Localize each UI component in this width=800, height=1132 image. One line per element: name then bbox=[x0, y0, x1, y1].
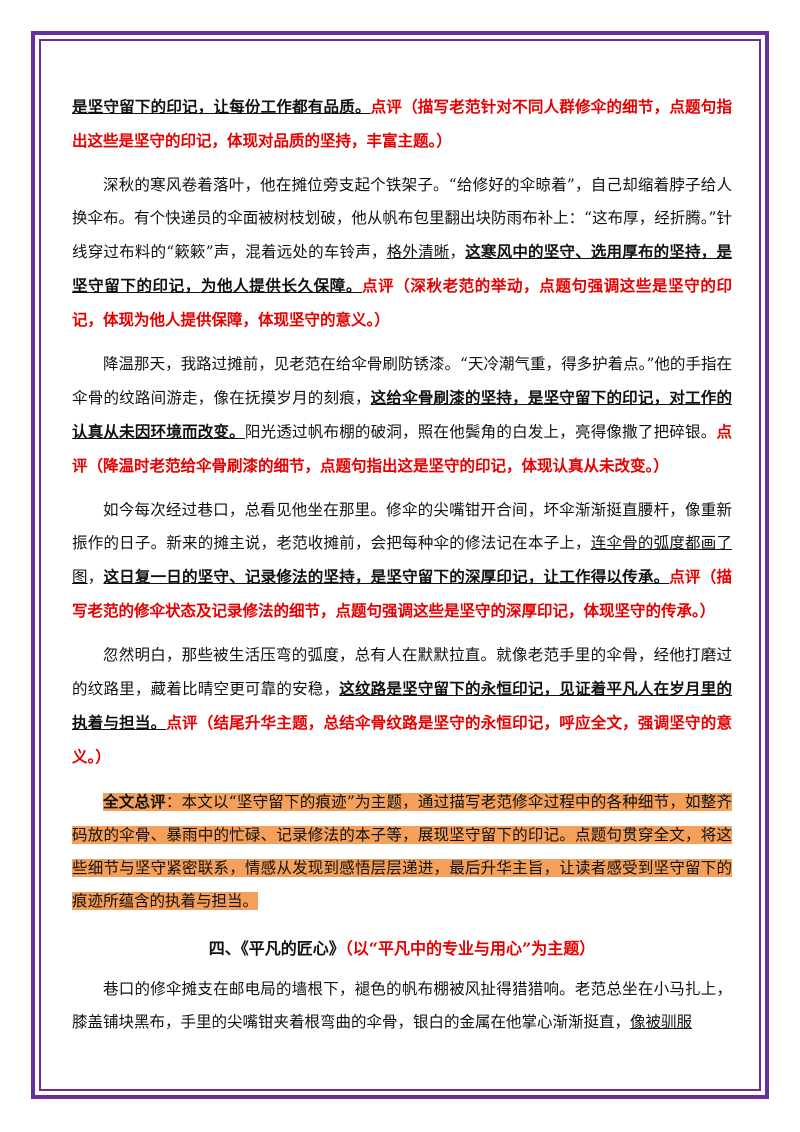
paragraph-continued: 是坚守留下的印记，让每份工作都有品质。点评（描写老范针对不同人群修伞的细节，点题… bbox=[72, 90, 732, 158]
body-text: 巷口的修伞摊支在邮电局的墙根下，褪色的帆布棚被风扯得猎猎响。老范总坐在小马扎上，… bbox=[72, 980, 732, 1031]
body-text: 深秋的寒风卷着落叶，他在摊位旁支起个铁架子。“给修好的伞晾着”，自己却缩着脖子给… bbox=[72, 176, 732, 261]
section-title: 四、《平凡的匠心》 bbox=[208, 939, 345, 958]
body-text: 忽然明白，那些被生活压弯的弧度，总有人在默默拉直。就像老范手里的伞骨，经他打磨过… bbox=[72, 646, 732, 698]
comment-note: 点评（描写老范针对不同人群修伞的细节，点题句指出这些是坚守的印记，体现对品质的坚… bbox=[72, 97, 732, 150]
body-text: 降温那天，我路过摊前，见老范在给伞骨刷防锈漆。“天冷潮气重，得多护着点。”他的手… bbox=[72, 355, 732, 407]
underlined-phrase: 格外清晰 bbox=[386, 243, 450, 261]
body-text: ， bbox=[87, 568, 104, 586]
comment-note: 点评（深秋老范的举动，点题句强调这些是坚守的印记，体现为他人提供保障，体现坚守的… bbox=[72, 276, 732, 329]
key-sentence: 这寒风中的坚守、选用厚布的坚持，是坚守留下的印记，为他人提供长久保障。 bbox=[72, 242, 732, 295]
page-border-inner bbox=[39, 39, 761, 1091]
paragraph-new-essay: 巷口的修伞摊支在邮电局的墙根下，褪色的帆布棚被风扯得猎猎响。老范总坐在小马扎上，… bbox=[72, 973, 732, 1039]
body-text: ， bbox=[449, 243, 466, 261]
underlined-phrase: 连伞骨的弧度都画了图 bbox=[72, 534, 732, 586]
summary-paragraph: 全文总评：本文以“坚守留下的痕迹”为主题，通过描写老范修伞过程中的各种细节，如整… bbox=[72, 785, 732, 918]
section-theme: （以“平凡中的专业与用心”为主题） bbox=[344, 939, 596, 958]
comment-note: 点评（降温时老范给伞骨刷漆的细节，点题句指出这是坚守的印记，体现认真从未改变。） bbox=[72, 422, 732, 475]
key-sentence: 这纹路是坚守留下的永恒印记，见证着平凡人在岁月里的执着与担当。 bbox=[72, 679, 732, 732]
comment-note: 点评（结尾升华主题，总结伞骨纹路是坚守的永恒印记，呼应全文，强调坚守的意义。） bbox=[72, 713, 732, 766]
summary-text: ：本文以“坚守留下的痕迹”为主题，通过描写老范修伞过程中的各种细节，如整齐码放的… bbox=[72, 793, 732, 910]
paragraph-cooling: 降温那天，我路过摊前，见老范在给伞骨刷防锈漆。“天冷潮气重，得多护着点。”他的手… bbox=[72, 348, 732, 483]
key-sentence: 是坚守留下的印记，让每份工作都有品质。 bbox=[72, 97, 371, 116]
summary-label: 全文总评 bbox=[103, 792, 166, 811]
body-text: 如今每次经过巷口，总看见他坐在那里。修伞的尖嘴钳开合间，坏伞渐渐挺直腰杆，像重新… bbox=[72, 501, 732, 552]
paragraph-autumn: 深秋的寒风卷着落叶，他在摊位旁支起个铁架子。“给修好的伞晾着”，自己却缩着脖子给… bbox=[72, 169, 732, 337]
underlined-phrase: 像被驯服 bbox=[630, 1013, 693, 1031]
key-sentence: 这日复一日的坚守、记录修法的坚持，是坚守留下的深厚印记，让工作得以传承。 bbox=[103, 567, 670, 586]
paragraph-nowadays: 如今每次经过巷口，总看见他坐在那里。修伞的尖嘴钳开合间，坏伞渐渐挺直腰杆，像重新… bbox=[72, 494, 732, 628]
comment-note: 点评（描写老范的修伞状态及记录修法的细节，点题句强调这些是坚守的深厚印记，体现坚… bbox=[72, 567, 732, 620]
body-text: 阳光透过帆布棚的破洞，照在他鬓角的白发上，亮得像撒了把碎银。 bbox=[244, 423, 717, 441]
paragraph-conclusion: 忽然明白，那些被生活压弯的弧度，总有人在默默拉直。就像老范手里的伞骨，经他打磨过… bbox=[72, 639, 732, 774]
document-body: 是坚守留下的印记，让每份工作都有品质。点评（描写老范针对不同人群修伞的细节，点题… bbox=[72, 90, 732, 1050]
section-heading: 四、《平凡的匠心》（以“平凡中的专业与用心”为主题） bbox=[72, 932, 732, 965]
key-sentence: 这给伞骨刷漆的坚持，是坚守留下的印记，对工作的认真从未因环境而改变。 bbox=[72, 388, 732, 441]
page-border-outer bbox=[31, 31, 769, 1099]
